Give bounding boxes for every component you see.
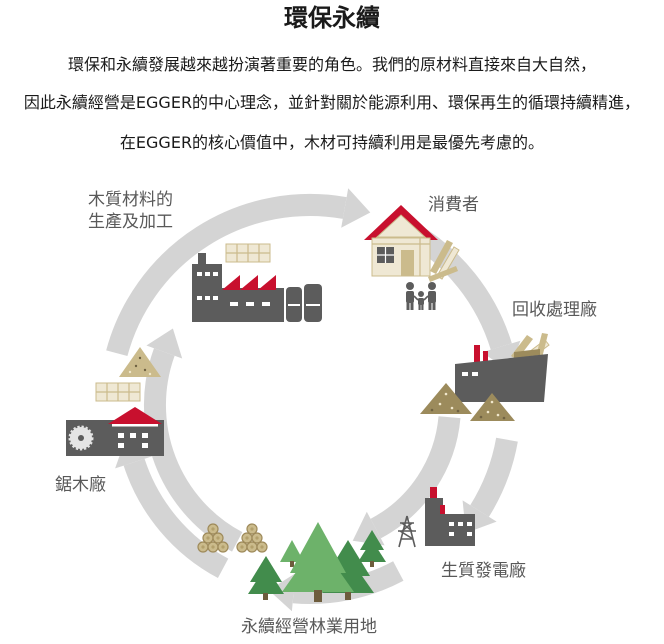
forest-icon xyxy=(248,522,386,602)
intro-line-3: 在EGGER的核心價值中，木材可持續利用是最優先考慮的。 xyxy=(119,133,545,152)
intro-line-1: 環保和永續發展越來越扮演著重要的角色。我們的原材料直接來自大自然， xyxy=(67,55,596,74)
factory-sawtooth-roof xyxy=(222,275,276,290)
sawmill-roof xyxy=(108,407,162,424)
factory-chimney xyxy=(198,253,206,267)
intro-line-2: 因此永續經營是EGGER的中心理念，並針對關於能源利用、環保再生的循環持續精進， xyxy=(23,93,641,112)
lumber-stack-icon xyxy=(95,382,141,402)
sawmill-icon xyxy=(66,347,164,456)
wood-chip-pile-icon xyxy=(420,383,472,414)
production-label: 木質材料的 生產及加工 xyxy=(88,189,173,233)
log-pile-icon xyxy=(236,523,268,553)
recycling-plant-icon xyxy=(420,333,550,421)
recycling-chimney xyxy=(474,345,480,365)
tree-icon xyxy=(358,530,386,567)
power-plant-building xyxy=(425,514,475,546)
biomass-plant-label: 生質發電廠 xyxy=(441,561,526,581)
lumber-stack-icon xyxy=(225,243,271,263)
inner-arrow-recycling-to-forestry xyxy=(352,416,461,546)
power-plant-chimney xyxy=(430,487,437,501)
house-door xyxy=(401,250,414,276)
arrow-to-consumer xyxy=(106,188,371,357)
factory-icon xyxy=(192,243,322,322)
forestry-label: 永續經營林業用地 xyxy=(241,617,377,637)
tree-icon xyxy=(248,556,284,600)
recycling-label: 回收處理廠 xyxy=(512,300,597,320)
page-title: 環保永續 xyxy=(284,4,380,32)
wood-boards-icon xyxy=(428,240,460,282)
recycling-building xyxy=(455,354,548,402)
sawmill-label: 鋸木廠 xyxy=(55,475,106,495)
log-pile-icon xyxy=(197,523,229,553)
wood-chip-pile-icon xyxy=(119,347,161,377)
house-icon xyxy=(364,205,460,282)
production-label-line-2: 生產及加工 xyxy=(88,212,173,232)
power-plant-icon xyxy=(425,487,475,546)
factory-tank xyxy=(304,284,322,322)
family-icon xyxy=(406,282,436,310)
tree-icon xyxy=(282,522,354,602)
wood-chip-pile-icon xyxy=(470,393,515,421)
pylon-icon xyxy=(398,515,416,548)
consumer-label: 消費者 xyxy=(428,195,479,215)
production-label-line-1: 木質材料的 xyxy=(88,190,173,210)
saw-blade-icon xyxy=(68,425,94,451)
tree-icon xyxy=(280,540,304,567)
